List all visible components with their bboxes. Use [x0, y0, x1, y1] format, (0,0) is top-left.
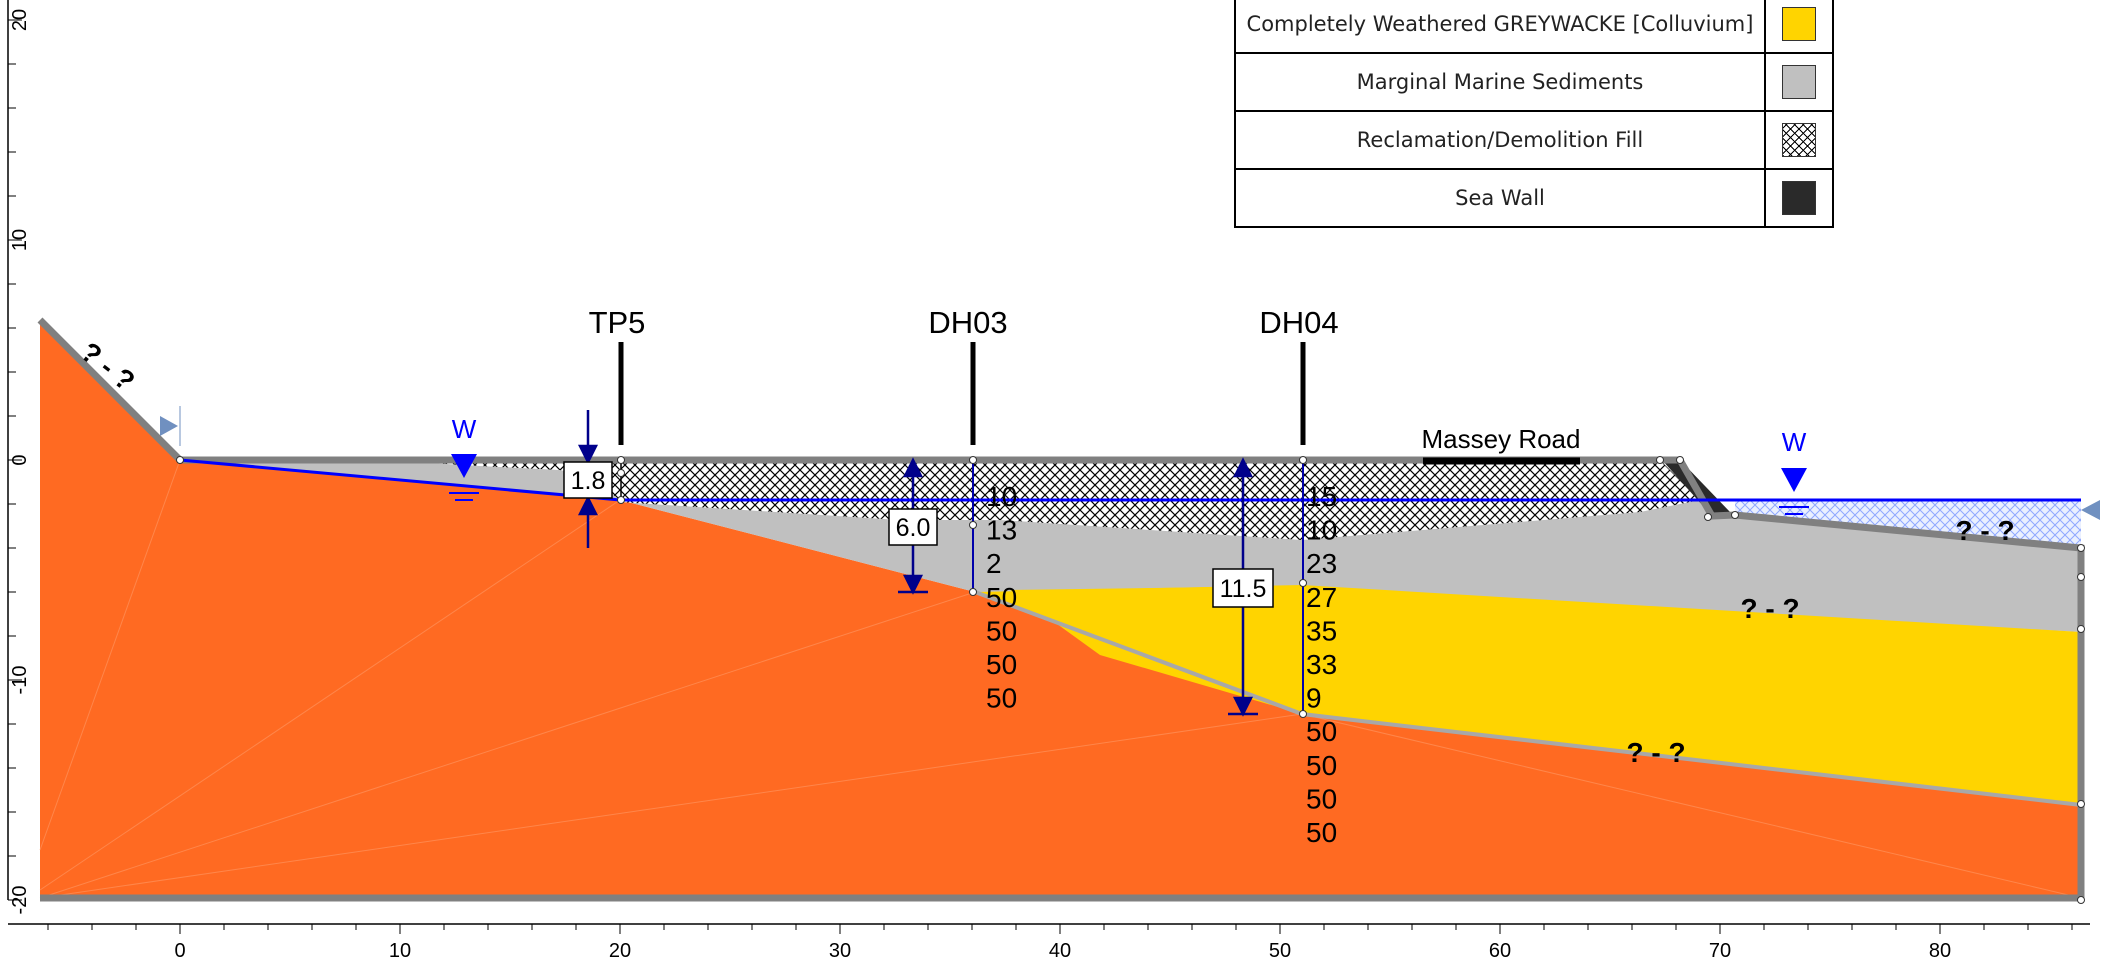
svg-text:6.0: 6.0 — [896, 514, 931, 542]
uncertain-label: ? - ? — [1740, 593, 1799, 624]
x-tick-label: 80 — [1929, 940, 1951, 962]
road-label: Massey Road — [1422, 424, 1581, 454]
mesh-node — [969, 588, 977, 596]
legend-row: Marginal Marine Sediments — [1236, 54, 1832, 112]
spt-value: 9 — [1306, 683, 1322, 714]
legend-swatch-seawall — [1782, 181, 1816, 215]
spt-value: 35 — [1306, 615, 1337, 646]
mesh-node — [2077, 544, 2085, 552]
borehole-label: TP5 — [589, 305, 646, 340]
mesh-node — [1704, 513, 1712, 521]
legend-swatch-colluvium — [1782, 7, 1816, 41]
legend-label: Marginal Marine Sediments — [1236, 54, 1766, 110]
svg-text:11.5: 11.5 — [1220, 575, 1267, 603]
legend: Completely Weathered GREYWACKE [Colluviu… — [1234, 0, 1834, 228]
depth-marker-6-0-box: 6.0 — [888, 508, 938, 546]
spt-value: 50 — [986, 582, 1017, 613]
legend-row: Reclamation/Demolition Fill — [1236, 112, 1832, 170]
x-tick-label: 20 — [609, 940, 631, 962]
spt-value: 50 — [986, 649, 1017, 680]
y-tick-label: -10 — [9, 666, 31, 695]
depth-marker-11-5-box: 11.5 — [1212, 568, 1274, 608]
depth-marker-1-8-box: 1.8 — [563, 461, 613, 499]
x-tick-label: 10 — [389, 940, 411, 962]
svg-text:W: W — [1782, 427, 1807, 457]
spt-value: 27 — [1306, 582, 1337, 613]
y-tick-label: 0 — [9, 454, 31, 465]
x-tick-label: 60 — [1489, 940, 1511, 962]
spt-value: 15 — [1306, 481, 1337, 512]
spt-value: 33 — [1306, 649, 1337, 680]
legend-swatch-fill — [1782, 123, 1816, 157]
bedrock-layer — [40, 320, 2081, 898]
mesh-node — [2077, 896, 2085, 904]
spt-value: 2 — [986, 548, 1002, 579]
spt-value: 50 — [986, 615, 1017, 646]
mesh-node — [1676, 456, 1684, 464]
borehole-label: DH03 — [928, 305, 1007, 340]
borehole-label: DH04 — [1259, 305, 1338, 340]
spt-value: 50 — [986, 683, 1017, 714]
mesh-node — [1731, 511, 1739, 519]
mesh-node — [617, 456, 625, 464]
uncertain-label: ? - ? — [1626, 737, 1685, 768]
legend-row: Sea Wall — [1236, 170, 1832, 226]
uncertain-label: ? - ? — [1955, 515, 2014, 546]
svg-text:W: W — [452, 414, 477, 444]
spt-value: 10 — [1306, 515, 1337, 546]
mesh-node — [1299, 710, 1307, 718]
x-tick-label: 0 — [174, 940, 185, 962]
x-tick-label: 40 — [1049, 940, 1071, 962]
spt-value: 50 — [1306, 750, 1337, 781]
mesh-node — [617, 496, 625, 504]
mesh-node — [969, 521, 977, 529]
legend-label: Reclamation/Demolition Fill — [1236, 112, 1766, 168]
depth-marker-1-8 — [577, 410, 599, 548]
mesh-node — [617, 469, 625, 477]
water-level-symbol: W — [1779, 427, 1809, 515]
x-tick-label: 30 — [829, 940, 851, 962]
x-tick-label: 50 — [1269, 940, 1291, 962]
y-tick-label: 10 — [9, 229, 31, 251]
legend-swatch-marine — [1782, 65, 1816, 99]
spt-value: 13 — [986, 515, 1017, 546]
road-marker: Massey Road — [1422, 424, 1581, 465]
y-tick-label: -20 — [9, 886, 31, 915]
x-tick-label: 70 — [1709, 940, 1731, 962]
spt-value: 10 — [986, 481, 1017, 512]
sea-water-zone — [1735, 500, 2081, 548]
ground-surface — [37, 317, 2085, 902]
mesh-node — [2077, 573, 2085, 581]
mesh-node — [1656, 456, 1664, 464]
legend-label: Sea Wall — [1236, 170, 1766, 226]
spt-value: 50 — [1306, 783, 1337, 814]
boundary-marker-icon — [160, 416, 178, 436]
mesh-node — [2077, 625, 2085, 633]
mesh-lines — [39, 459, 2082, 899]
legend-row: Completely Weathered GREYWACKE [Colluviu… — [1236, 0, 1832, 54]
y-tick-label: 20 — [9, 9, 31, 31]
water-level-symbol: W — [449, 414, 479, 501]
svg-text:1.8: 1.8 — [571, 467, 606, 495]
borehole-dh03[interactable]: DH03 — [928, 305, 1008, 592]
spt-value: 50 — [1306, 817, 1337, 848]
axes — [7, 0, 2090, 934]
mesh-node — [1299, 579, 1307, 587]
spt-value: 50 — [1306, 716, 1337, 747]
legend-label: Completely Weathered GREYWACKE [Colluviu… — [1236, 0, 1766, 52]
mesh-nodes — [176, 456, 2085, 904]
mesh-node — [2077, 800, 2085, 808]
mesh-node — [969, 456, 977, 464]
borehole-tp5[interactable]: TP5 — [589, 305, 646, 500]
mesh-node — [1299, 456, 1307, 464]
mesh-node — [176, 456, 184, 464]
spt-value: 23 — [1306, 548, 1337, 579]
